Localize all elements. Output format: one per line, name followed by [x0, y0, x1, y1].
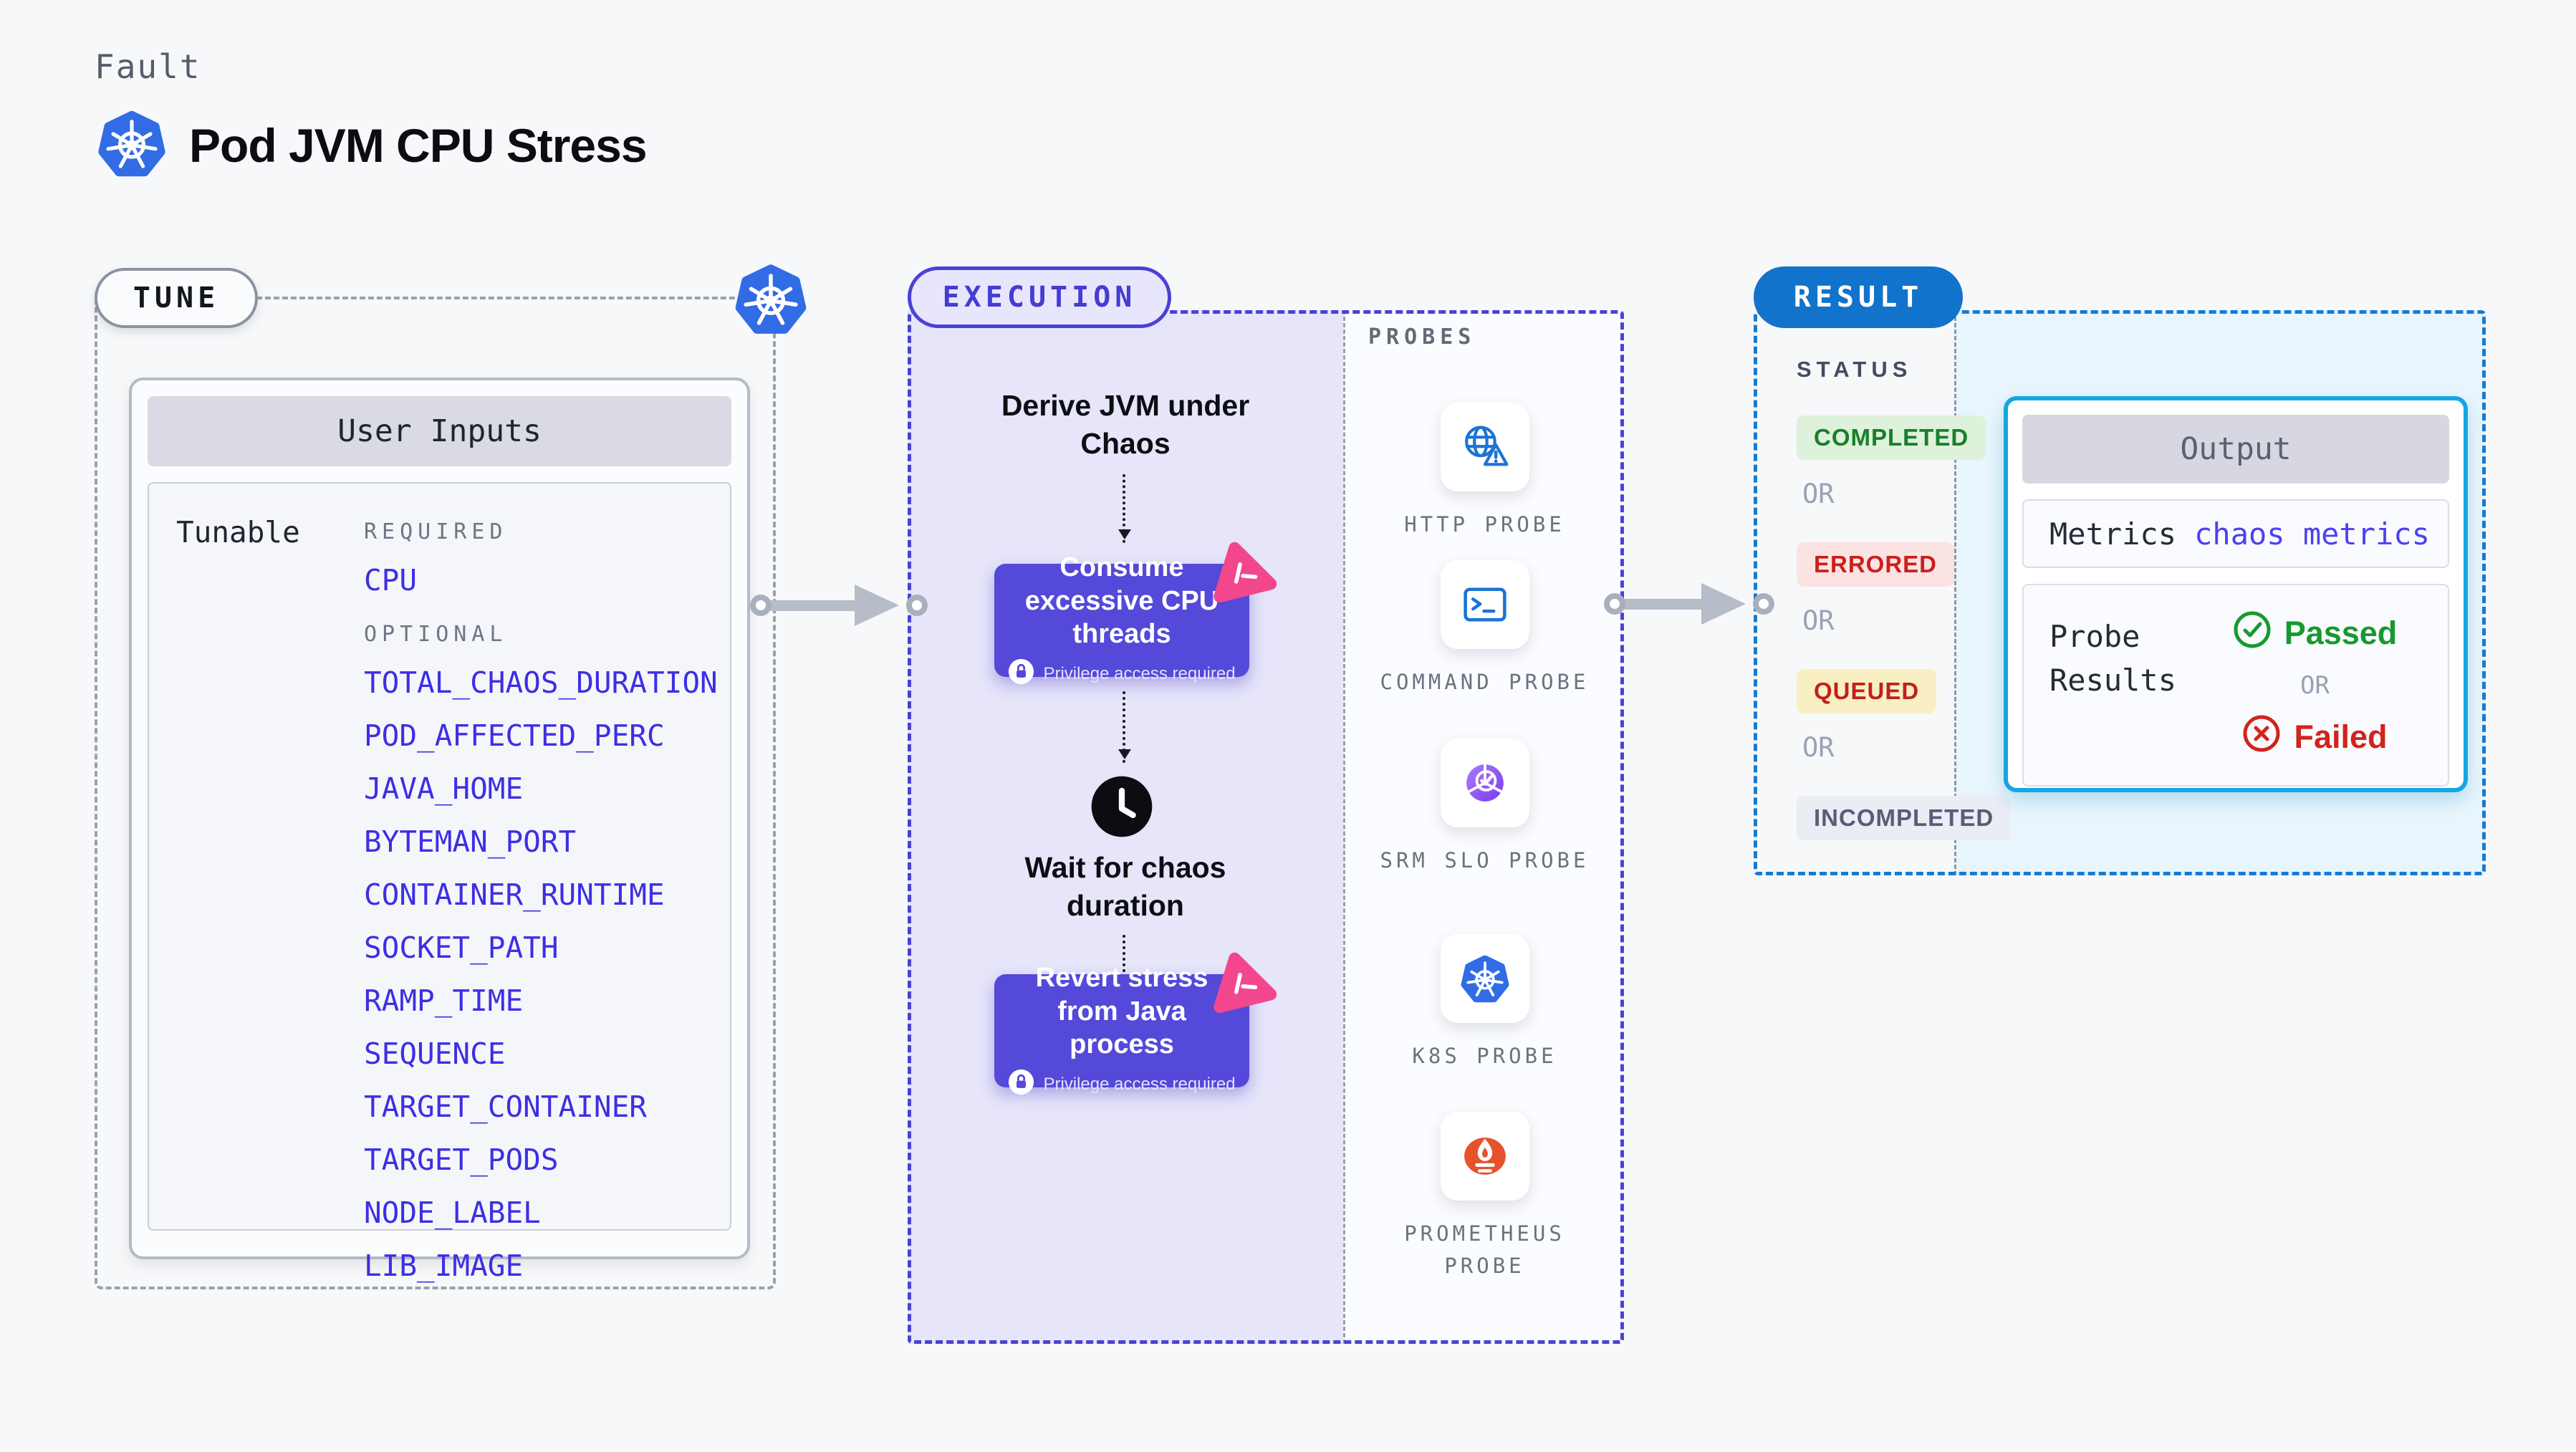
probe-srm-slo: SRM SLO PROBE: [1345, 739, 1624, 877]
user-inputs-header: User Inputs: [148, 396, 731, 466]
step-wait-label: Wait for chaos duration: [1024, 851, 1226, 923]
lock-icon: [1008, 658, 1034, 690]
output-card: Output Metrics chaos metrics Probe Resul…: [2004, 396, 2468, 792]
chaos-pinwheel-icon: [1201, 943, 1281, 1023]
passed-line: Passed: [2233, 610, 2397, 657]
or-label: OR: [1802, 479, 1835, 509]
tunable-link[interactable]: BYTEMAN_PORT: [364, 824, 577, 859]
or-label: OR: [2300, 670, 2330, 700]
execution-to-result-arrow: [1604, 582, 1774, 625]
page-title: Pod JVM CPU Stress: [189, 118, 648, 172]
or-label: OR: [1802, 732, 1835, 763]
result-badge: RESULT: [1754, 266, 1963, 328]
status-badge: QUEUED: [1797, 669, 1937, 713]
kubernetes-icon: [95, 105, 169, 186]
step-consume-label: Consume excessive CPU threads: [1024, 552, 1219, 650]
prometheus-flame-icon: [1440, 1112, 1529, 1201]
tunable-link[interactable]: JAVA_HOME: [364, 771, 524, 806]
tune-section-box: [95, 297, 776, 1289]
tunable-link[interactable]: TARGET_PODS: [364, 1143, 559, 1177]
clock-icon: [1089, 774, 1155, 840]
privilege-note: Privilege access required: [1008, 1069, 1236, 1100]
tune-badge: TUNE: [95, 268, 258, 328]
chaos-pinwheel-icon: [1201, 532, 1281, 612]
probe-k8s: K8S PROBE: [1345, 934, 1624, 1072]
slo-gauge-icon: [1440, 739, 1529, 827]
kubernetes-icon: [731, 258, 810, 343]
tunable-link[interactable]: SEQUENCE: [364, 1037, 506, 1071]
step-revert-box: Revert stress from Java process Privileg…: [994, 952, 1277, 1095]
execution-badge: EXECUTION: [908, 266, 1171, 328]
tunable-section-label: REQUIRED: [364, 519, 508, 544]
tune-to-execution-arrow: [750, 584, 928, 627]
flow-arrow-down-icon: [1118, 474, 1131, 543]
status-column: STATUS COMPLETED OR ERRORED OR QUEUED OR INCOM…: [1797, 357, 2012, 840]
tunable-link[interactable]: NODE_LABEL: [364, 1196, 541, 1230]
output-header: Output: [2022, 415, 2449, 484]
status-badge: COMPLETED: [1797, 415, 1986, 460]
tunable-section-label: OPTIONAL: [364, 622, 508, 647]
tunable-link[interactable]: SOCKET_PATH: [364, 931, 559, 965]
probes-title: PROBES: [1368, 324, 1476, 350]
tunable-link[interactable]: CONTAINER_RUNTIME: [364, 878, 665, 912]
status-list: COMPLETED OR ERRORED OR QUEUED OR INCOMPLETED: [1797, 415, 2012, 840]
probe-prometheus: PROMETHEUS PROBE: [1345, 1112, 1624, 1282]
tunable-link[interactable]: TARGET_CONTAINER: [364, 1090, 647, 1124]
lock-icon: [1008, 1069, 1034, 1100]
probe-results-label: Probe Results: [2049, 619, 2177, 698]
tunable-link[interactable]: POD_AFFECTED_PERC: [364, 718, 665, 753]
tunable-link[interactable]: LIB_IMAGE: [364, 1249, 524, 1283]
tunable-panel: Tunable REQUIRED CPU OPTIONAL TOTAL_CHAOS_D…: [148, 482, 731, 1283]
probe-command: COMMAND PROBE: [1345, 560, 1624, 698]
tunable-link[interactable]: RAMP_TIME: [364, 984, 524, 1018]
fault-kicker: Fault: [95, 47, 201, 86]
tunable-link[interactable]: CPU: [364, 563, 418, 597]
or-label: OR: [1802, 605, 1835, 636]
terminal-icon: [1440, 560, 1529, 649]
failed-line: Failed: [2242, 714, 2388, 761]
globe-warning-icon: [1440, 403, 1529, 491]
x-circle-icon: [2242, 714, 2281, 761]
check-circle-icon: [2233, 610, 2272, 657]
step-consume-box: Consume excessive CPU threads Privilege …: [994, 542, 1277, 684]
privilege-note: Privilege access required: [1008, 658, 1236, 690]
step-derive-label: Derive JVM under Chaos: [1001, 389, 1250, 461]
probes-lane: PROBES HTTP PROBE: [1343, 310, 1624, 1344]
status-badge: INCOMPLETED: [1797, 796, 2012, 840]
title-row: Pod JVM CPU Stress: [95, 105, 648, 186]
status-badge: ERRORED: [1797, 542, 1955, 587]
metrics-label: Metrics: [2049, 516, 2177, 552]
tunable-link[interactable]: TOTAL_CHAOS_DURATION: [364, 665, 718, 700]
probe-http: HTTP PROBE: [1345, 403, 1624, 541]
kubernetes-icon: [1440, 934, 1529, 1023]
tunable-list: REQUIRED CPU OPTIONAL TOTAL_CHAOS_DURATION P…: [364, 495, 718, 1302]
flow-arrow-down-icon: [1118, 691, 1131, 763]
chaos-metrics-link[interactable]: chaos metrics: [2194, 516, 2430, 552]
tunable-label: Tunable: [176, 515, 300, 549]
status-label: STATUS: [1797, 357, 1913, 382]
metrics-row: Metrics chaos metrics: [2022, 499, 2449, 568]
step-revert-label: Revert stress from Java process: [1035, 963, 1208, 1060]
probe-results-row: Probe Results Passed OR: [2022, 584, 2449, 787]
